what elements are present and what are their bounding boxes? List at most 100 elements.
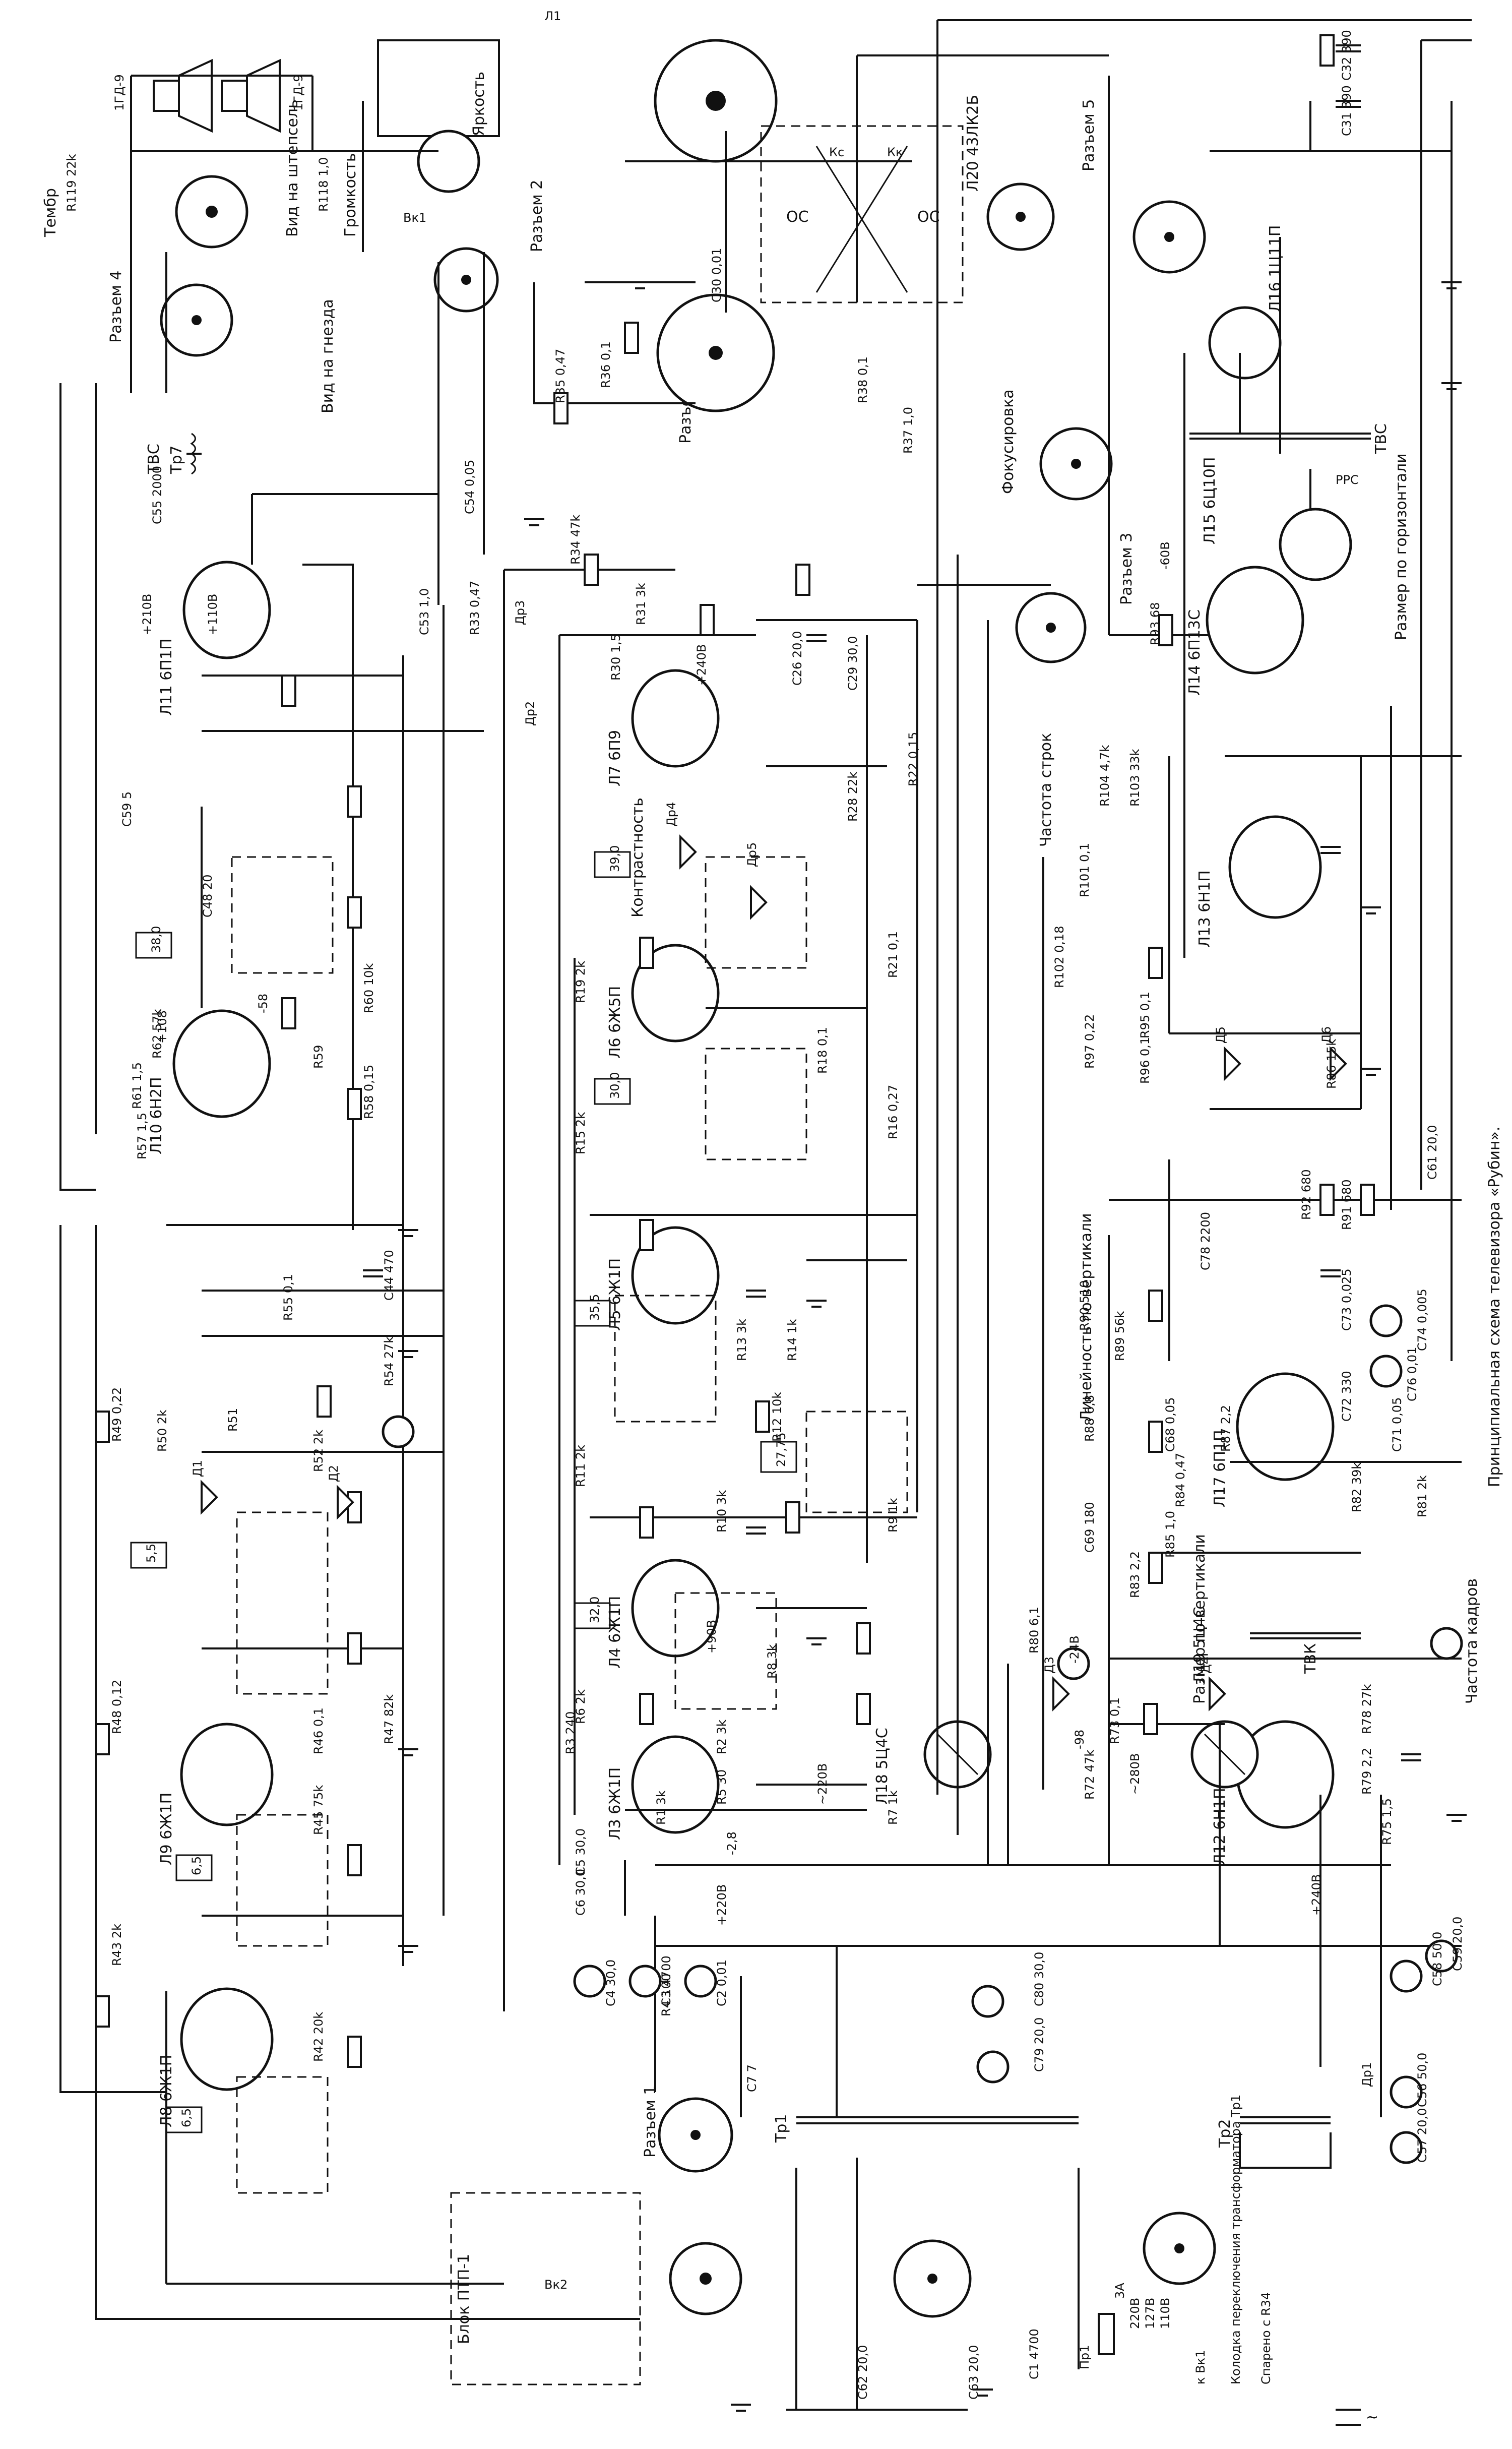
- svg-text:Л6 6Ж5П: Л6 6Ж5П: [606, 986, 624, 1059]
- svg-text:R49 0,22: R49 0,22: [110, 1387, 124, 1442]
- transformer-tr2: Тр2: [1216, 2116, 1331, 2148]
- svg-text:+220В: +220В: [715, 1884, 729, 1926]
- tube-l9: Л9 6Ж1П: [158, 1723, 274, 1865]
- tube-l15: Л15 6Ц10П: [1201, 457, 1352, 581]
- svg-text:R14 1k: R14 1k: [785, 1319, 799, 1361]
- svg-text:C63 20,0: C63 20,0: [967, 2345, 981, 2400]
- svg-text:R9 1k: R9 1k: [886, 1498, 900, 1533]
- svg-text:R31 3k: R31 3k: [634, 583, 648, 625]
- svg-text:R43 2k: R43 2k: [110, 1924, 124, 1966]
- transformer-tr1: Тр1: [773, 2114, 1079, 2143]
- svg-text:R51: R51: [226, 1408, 240, 1432]
- svg-text:Л4 6Ж1П: Л4 6Ж1П: [606, 1596, 624, 1669]
- tube-l13: Л13 6Н1П: [1196, 815, 1322, 948]
- crt-tube-l20: Л20 43ЛК2Б ОС ОС Кс Кк: [654, 39, 982, 412]
- svg-text:Др4: Др4: [664, 802, 678, 827]
- svg-text:Л3 6Ж1П: Л3 6Ж1П: [606, 1767, 624, 1840]
- svg-text:R61 1,5: R61 1,5: [130, 1062, 144, 1109]
- razem-bottom: [669, 2242, 742, 2315]
- svg-text:R89 56k: R89 56k: [1113, 1311, 1127, 1361]
- block-ptp1: Блок ПТП-1 Вк2: [450, 2192, 641, 2385]
- svg-text:Тембр: Тембр: [42, 188, 59, 237]
- svg-text:R10 3k: R10 3k: [715, 1490, 729, 1533]
- svg-text:R104 4,7k: R104 4,7k: [1098, 745, 1112, 807]
- svg-text:R84 0,47: R84 0,47: [1173, 1453, 1187, 1507]
- svg-text:C29 30,0: C29 30,0: [846, 636, 860, 691]
- tube-l4: Л4 6Ж1П: [606, 1559, 720, 1669]
- svg-text:R33 0,47: R33 0,47: [468, 581, 482, 635]
- svg-text:R3 240: R3 240: [563, 1711, 578, 1754]
- svg-text:-58: -58: [256, 994, 270, 1013]
- svg-text:-60В: -60В: [1158, 541, 1172, 570]
- svg-text:R35 0,47: R35 0,47: [553, 349, 568, 403]
- svg-text:R46 0,1: R46 0,1: [311, 1707, 326, 1754]
- svg-text:C72 330: C72 330: [1340, 1371, 1354, 1422]
- speakers: 1ГД-9 1ГД-9: [112, 58, 305, 133]
- svg-text:6,5: 6,5: [179, 2108, 194, 2127]
- svg-text:27,75: 27,75: [774, 1432, 788, 1467]
- svg-text:R75 1,5: R75 1,5: [1380, 1798, 1394, 1845]
- svg-text:к Вк1: к Вк1: [1193, 2350, 1208, 2384]
- svg-text:R12 10k: R12 10k: [770, 1392, 784, 1442]
- svg-text:Блок ПТП-1: Блок ПТП-1: [455, 2254, 473, 2344]
- svg-text:R52 2k: R52 2k: [311, 1430, 326, 1472]
- svg-text:Д6: Д6: [1319, 1026, 1334, 1044]
- svg-text:C7 7: C7 7: [745, 2064, 759, 2092]
- svg-text:C55 2000: C55 2000: [150, 466, 164, 524]
- svg-text:Яркость: Яркость: [470, 72, 488, 136]
- svg-text:C3 4700: C3 4700: [659, 1955, 673, 2006]
- svg-text:Вк2: Вк2: [544, 2278, 568, 2292]
- svg-text:Л10 6Н2П: Л10 6Н2П: [148, 1077, 165, 1154]
- svg-text:R90 510: R90 510: [1078, 1280, 1092, 1331]
- svg-text:Спарено с R34: Спарено с R34: [1259, 2292, 1273, 2384]
- svg-text:R28 22k: R28 22k: [846, 772, 860, 822]
- svg-text:Линейность по вертикали: Линейность по вертикали: [1078, 1213, 1095, 1422]
- svg-text:Пр1: Пр1: [1078, 2345, 1092, 2369]
- svg-text:Л11 6П1П: Л11 6П1П: [158, 638, 175, 716]
- svg-text:R88 6,8: R88 6,8: [1083, 1395, 1097, 1442]
- svg-text:R81 2k: R81 2k: [1415, 1475, 1429, 1517]
- transformer-tr1-taps: [893, 2239, 972, 2318]
- tube-l6: Л6 6Ж5П: [606, 944, 720, 1059]
- svg-text:Д3: Д3: [1042, 1657, 1056, 1674]
- svg-text:R11 2k: R11 2k: [574, 1445, 588, 1487]
- svg-text:+108: +108: [155, 1010, 169, 1044]
- tube-l14: Л14 6П13С: [1186, 566, 1304, 696]
- svg-text:C78 2200: C78 2200: [1199, 1212, 1213, 1270]
- ground-symbols: [398, 281, 1467, 2412]
- fuse-pr1: Пр1 3А 220В 127В 110В: [1078, 2283, 1172, 2369]
- svg-text:Л17 6П1П: Л17 6П1П: [1211, 1430, 1229, 1507]
- svg-text:R85 1,0: R85 1,0: [1163, 1511, 1177, 1558]
- svg-text:Л20 43ЛК2Б: Л20 43ЛК2Б: [964, 95, 982, 192]
- svg-text:C54 0,05: C54 0,05: [463, 460, 477, 514]
- svg-text:Контрастность: Контрастность: [629, 798, 647, 917]
- resistors: [95, 34, 1375, 2068]
- svg-text:C53 1,0: C53 1,0: [417, 588, 431, 635]
- tube-l8: Л8 6Ж1П: [158, 1987, 274, 2127]
- tube-l16: Л16 1Ц11П: [1208, 225, 1284, 380]
- transformer-tr7: ТВС Тр7: [145, 433, 202, 475]
- svg-text:R45 75k: R45 75k: [311, 1785, 326, 1835]
- svg-text:Разъем 3: Разъем 3: [1118, 533, 1136, 605]
- svg-text:38,0: 38,0: [149, 926, 163, 953]
- svg-text:R93 68: R93 68: [1148, 602, 1162, 645]
- svg-text:C68 0,05: C68 0,05: [1163, 1397, 1177, 1452]
- svg-text:C59 5: C59 5: [120, 791, 134, 827]
- svg-text:Размер по горизонтали: Размер по горизонтали: [1393, 453, 1410, 640]
- svg-text:Л15 6Ц10П: Л15 6Ц10П: [1201, 457, 1219, 544]
- svg-text:R21 0,1: R21 0,1: [886, 931, 900, 978]
- svg-text:Д4: Д4: [1199, 1657, 1213, 1674]
- mains-plug: ~: [1336, 2409, 1378, 2426]
- svg-text:R1 3k: R1 3k: [654, 1790, 668, 1825]
- connector-razem-5: Разъем 5: [986, 99, 1098, 251]
- component-values: R119 22k R118 1,0 C55 2000 C59 5 C53 1,0…: [65, 30, 1465, 2400]
- svg-text:Л1: Л1: [544, 9, 561, 23]
- tube-l5: Л5 6Ж1П: [606, 1226, 720, 1331]
- svg-text:R60 10k: R60 10k: [362, 963, 376, 1013]
- svg-text:Разъем 4: Разъем 4: [107, 271, 125, 343]
- svg-text:220В: 220В: [1128, 2298, 1142, 2329]
- svg-text:+110В: +110В: [206, 594, 220, 635]
- svg-text:C79 20,0: C79 20,0: [1032, 2017, 1046, 2072]
- svg-text:R95 0,1: R95 0,1: [1138, 992, 1152, 1038]
